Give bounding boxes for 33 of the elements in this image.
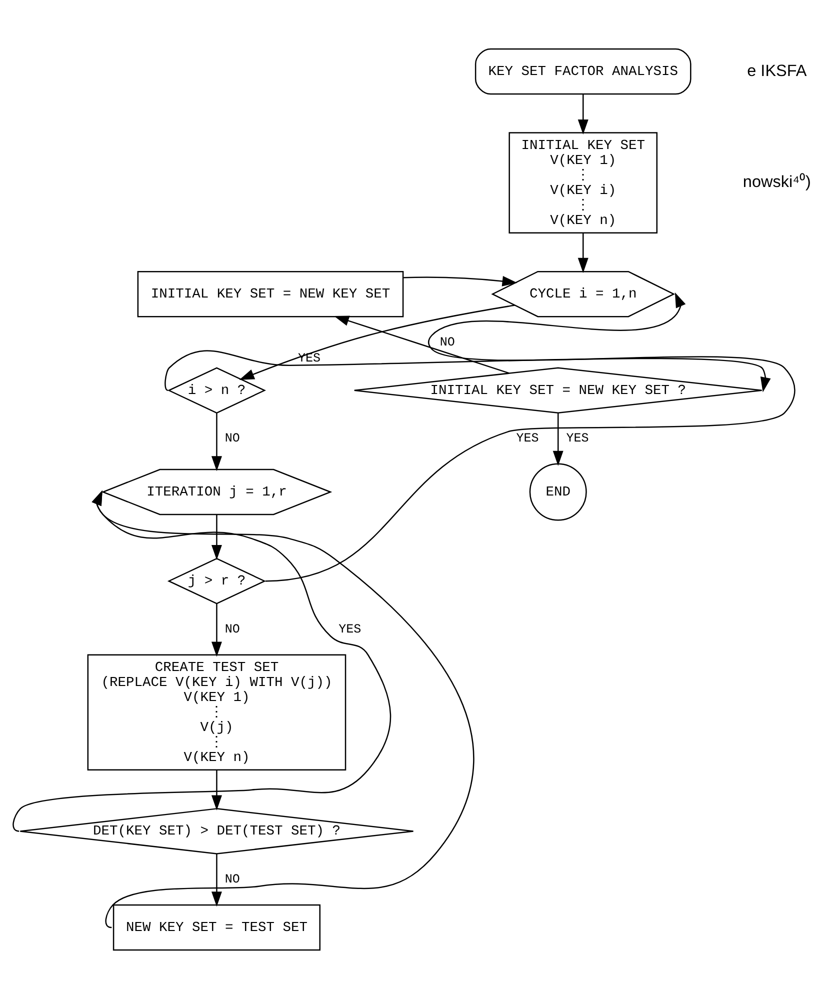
arrow <box>211 853 222 906</box>
node-box: KEY SET FACTOR ANALYSIS <box>474 48 692 94</box>
node-box: CREATE TEST SET (REPLACE V(KEY i) WITH V(j)) V(KEY 1) ⋮ V(j) ⋮ V(KEY n) <box>87 654 346 770</box>
node-box: NEW KEY SET = TEST SET <box>112 904 320 950</box>
arrow <box>12 490 391 832</box>
arrow <box>211 770 222 810</box>
node-circle: END <box>529 462 587 520</box>
arrow <box>265 292 796 582</box>
label: e IKSFA <box>747 61 807 80</box>
arrow <box>164 350 771 392</box>
arrow <box>211 514 222 560</box>
arrow <box>404 275 518 286</box>
arrow <box>92 490 474 928</box>
edge-label: NO <box>224 431 240 446</box>
edge-label: YES <box>338 622 362 636</box>
edge-label: NO <box>224 622 240 636</box>
node-diamond: INITIAL KEY SET = NEW KEY SET ? <box>354 366 762 414</box>
arrow <box>211 412 222 471</box>
node-box: INITIAL KEY SET = NEW KEY SET <box>137 270 404 317</box>
node-box: INITIAL KEY SET V(KEY 1) ⋮ V(KEY i) ⋮ V(KEY n) <box>508 132 658 233</box>
arrow <box>578 94 588 134</box>
edge-label: NO <box>440 334 455 349</box>
edge-label: YES <box>566 431 589 446</box>
arrow <box>239 304 515 380</box>
edge-label: YES <box>516 431 539 446</box>
arrow <box>552 412 564 466</box>
arrow <box>334 315 510 374</box>
edge-label: NO <box>224 872 240 886</box>
arrow <box>211 603 222 656</box>
node-diamond: DET(KEY SET) > DET(TEST SET) ? <box>20 808 414 854</box>
node-diamond: j > r ? <box>167 557 266 604</box>
label: nowski⁴⁰) <box>742 172 811 191</box>
arrow <box>578 232 588 272</box>
